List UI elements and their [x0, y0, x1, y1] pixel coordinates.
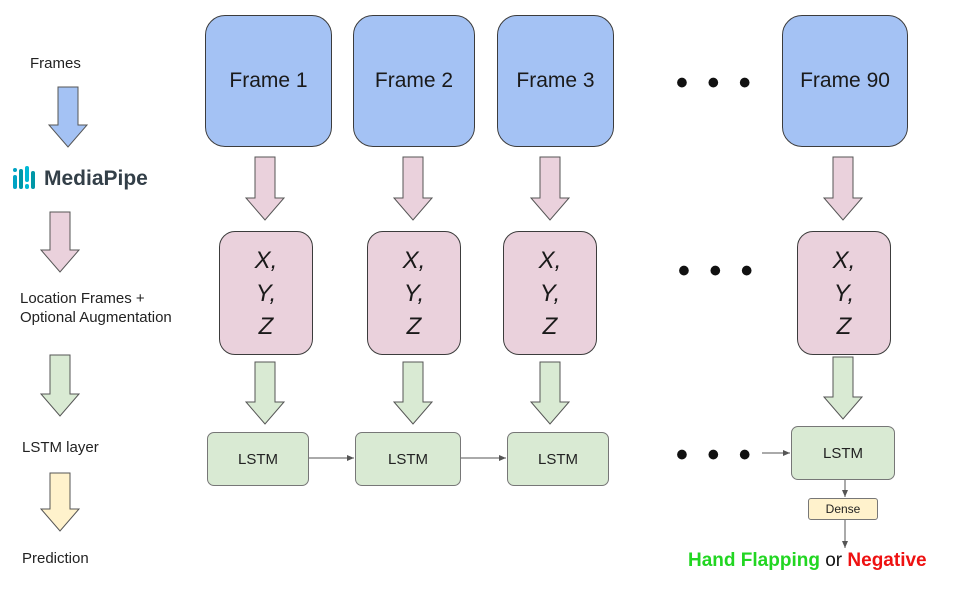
lstm-cell-2: LSTM: [355, 432, 461, 486]
down-arrow-frame1-to-coords: [244, 156, 286, 221]
lstm-cell-1: LSTM: [207, 432, 309, 486]
legend-lstm-label: LSTM layer: [22, 439, 99, 456]
down-arrow-coords2-to-lstm: [392, 361, 434, 425]
down-arrow-mediapipe-to-location: [39, 211, 81, 273]
output-negative-label: Negative: [847, 550, 927, 571]
lstm-cell-90: LSTM: [791, 426, 895, 480]
down-arrow-frame3-to-coords: [529, 156, 571, 221]
lstm-cell-3: LSTM: [507, 432, 609, 486]
coord-box-90: X, Y, Z: [797, 231, 891, 355]
down-arrow-frame90-to-coords: [822, 156, 864, 221]
frame-box-2: Frame 2: [353, 15, 475, 147]
dense-layer-box: Dense: [808, 498, 878, 520]
mediapipe-logo: MediaPipe: [12, 166, 148, 192]
frame-box-3: Frame 3: [497, 15, 614, 147]
ellipsis-coords: • • •: [678, 252, 758, 290]
ellipsis-frames: • • •: [676, 64, 756, 102]
block-arrows: [39, 86, 864, 532]
mediapipe-logo-text: MediaPipe: [44, 167, 148, 190]
legend-prediction-label: Prediction: [22, 550, 89, 567]
legend-location-label-line2: Optional Augmentation: [20, 309, 172, 326]
down-arrow-frame2-to-coords: [392, 156, 434, 221]
legend-frames-label: Frames: [30, 55, 81, 72]
prediction-output: Hand Flapping or Negative: [688, 550, 927, 572]
legend-location-label-line1: Location Frames +: [20, 290, 145, 307]
down-arrow-coords3-to-lstm: [529, 361, 571, 425]
ellipsis-lstm: • • •: [676, 436, 756, 474]
coord-box-3: X, Y, Z: [503, 231, 597, 355]
down-arrow-lstm-to-prediction: [39, 472, 81, 532]
output-positive-label: Hand Flapping: [688, 550, 820, 571]
coord-box-2: X, Y, Z: [367, 231, 461, 355]
down-arrow-frames-to-mediapipe: [47, 86, 89, 148]
coord-box-1: X, Y, Z: [219, 231, 313, 355]
mediapipe-icon: [13, 166, 35, 189]
down-arrow-location-to-lstm: [39, 354, 81, 417]
down-arrow-coords90-to-lstm: [822, 356, 864, 420]
output-connector-label: or: [825, 550, 843, 571]
frame-box-1: Frame 1: [205, 15, 332, 147]
frame-box-90: Frame 90: [782, 15, 908, 147]
down-arrow-coords1-to-lstm: [244, 361, 286, 425]
